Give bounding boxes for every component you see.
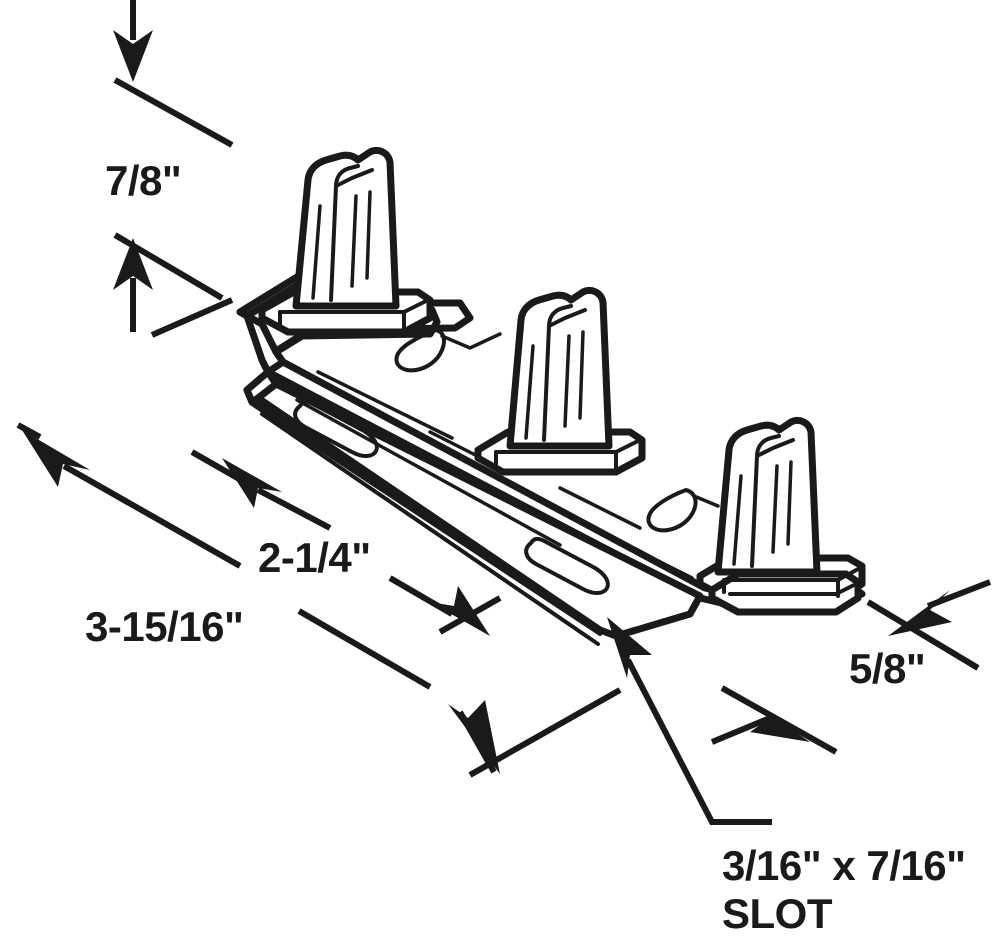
dim-width-ext-lower xyxy=(720,685,838,755)
dim-spacing-shaft-left xyxy=(256,487,332,531)
dim-length-arrowhead-left xyxy=(22,430,90,487)
dim-height-label: 7/8" xyxy=(105,157,181,204)
bracket-crease-5 xyxy=(295,398,562,547)
slot-callout-line-2: SLOT xyxy=(722,890,833,937)
bracket-crease-3 xyxy=(558,486,642,530)
guide-bracket-part xyxy=(236,146,866,646)
dimension-width: 5/8" xyxy=(710,579,992,755)
dim-width-shaft-right xyxy=(926,579,992,609)
slot-callout-arrowhead xyxy=(607,617,652,678)
guide-clip-2 xyxy=(474,286,646,476)
dimension-height: 7/8" xyxy=(105,0,234,338)
dim-height-ext-lower2 xyxy=(150,297,234,338)
dim-width-shaft-left xyxy=(710,715,772,745)
dim-width-label: 5/8" xyxy=(849,645,925,692)
slot-callout-line-1: 3/16" x 7/16" xyxy=(722,842,966,889)
dim-height-arrowhead-down xyxy=(113,30,153,82)
retainer-hook-1 xyxy=(394,328,502,373)
dim-height-ext-lower xyxy=(113,232,224,301)
dim-width-ext-upper xyxy=(866,599,980,671)
dim-height-ext-upper xyxy=(113,77,234,148)
bracket-left-flange xyxy=(236,308,287,406)
dimension-hole-spacing: 2-1/4" xyxy=(190,449,502,636)
dim-length-shaft-right xyxy=(297,608,432,690)
mounting-slot-2 xyxy=(524,536,610,595)
dim-spacing-arrowhead-left xyxy=(222,458,282,508)
dimension-overall-length: 3-15/16" xyxy=(16,422,622,778)
callout-slot: 3/16" x 7/16" SLOT xyxy=(607,617,966,937)
bracket-bottom-edge-2 xyxy=(260,412,600,646)
retainer-hook-2 xyxy=(646,488,720,533)
bracket-bottom-edge xyxy=(250,402,602,636)
dim-length-ext-left xyxy=(16,422,42,440)
dim-width-arrowhead-right xyxy=(888,590,952,636)
dim-height-arrowhead-up xyxy=(113,238,153,290)
dim-length-shaft-left xyxy=(62,463,242,569)
guide-clip-1 xyxy=(258,146,434,336)
dim-spacing-ext-right xyxy=(438,595,502,635)
bracket-main-face xyxy=(254,380,704,640)
dim-spacing-label: 2-1/4" xyxy=(258,534,371,581)
dim-length-ext-right xyxy=(468,687,622,778)
bracket-crease-1 xyxy=(316,370,454,440)
mounting-slot-1 xyxy=(293,399,379,458)
dim-spacing-ext-left xyxy=(190,449,250,487)
dim-length-label: 3-15/16" xyxy=(85,603,243,650)
slot-callout-leader-1 xyxy=(625,658,716,826)
guide-clip-3 xyxy=(696,416,866,616)
dim-spacing-arrowhead-right xyxy=(430,586,490,636)
bracket-crease-4 xyxy=(614,538,694,580)
